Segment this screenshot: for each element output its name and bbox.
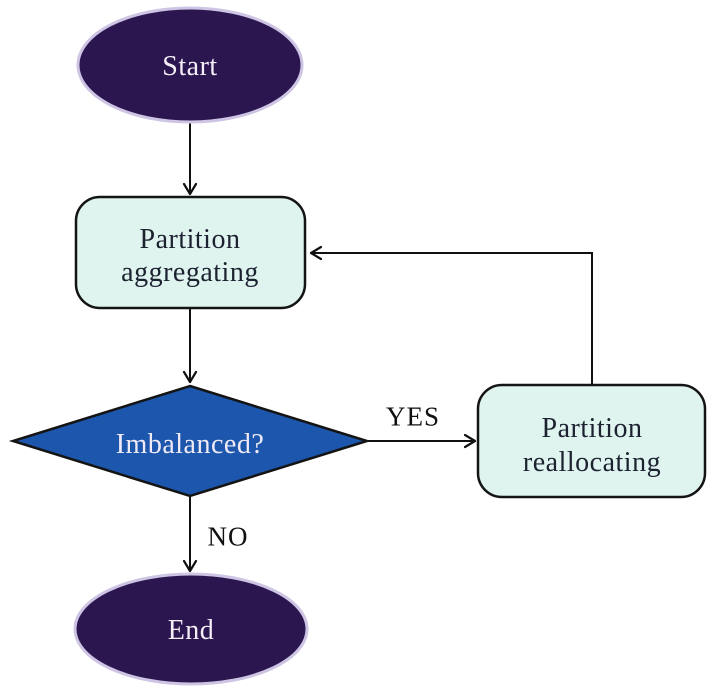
end-label: End	[168, 615, 215, 646]
partition-reallocating-label-line1: Partition	[542, 413, 643, 444]
imbalanced-decision-node	[8, 384, 372, 498]
partition-aggregating-node	[74, 195, 307, 310]
edge-reallocating-to-aggregating	[309, 245, 593, 385]
end-node	[73, 572, 309, 686]
imbalanced-decision-label: Imbalanced?	[116, 429, 265, 460]
partition-reallocating-label-line2: reallocating	[523, 447, 661, 478]
partition-aggregating-label-line1: Partition	[140, 224, 241, 255]
start-label: Start	[162, 51, 217, 82]
start-node	[76, 6, 304, 124]
partition-reallocating-node	[476, 383, 707, 499]
no-edge-label: NO	[208, 521, 249, 551]
partition-aggregating-label-line2: aggregating	[121, 257, 259, 288]
yes-edge-label: YES	[386, 401, 440, 431]
